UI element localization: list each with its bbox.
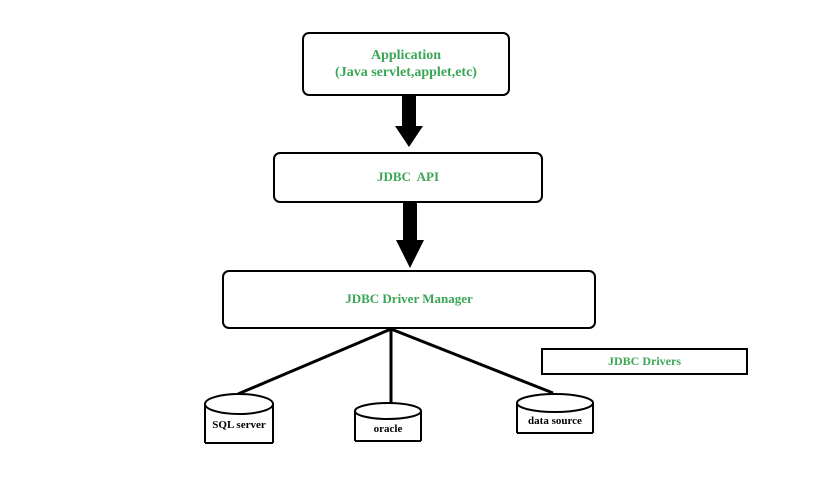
jdbc-api-label: JDBC API xyxy=(376,169,440,185)
jdbc-api-box: JDBC API xyxy=(273,152,543,203)
application-subtitle: (Java servlet,applet,etc) xyxy=(335,65,477,80)
database-label-sql-server: SQL server xyxy=(212,419,266,431)
database-cylinder-sql-server xyxy=(204,393,274,444)
database-label-data-source: data source xyxy=(528,415,582,427)
database-label-oracle: oracle xyxy=(373,423,403,435)
arrow-app-to-api xyxy=(395,96,423,147)
database-cylinder-data-source xyxy=(516,393,594,434)
application-box: Application (Java servlet,applet,etc) xyxy=(302,32,510,96)
jdbc-drivers-label: JDBC Drivers xyxy=(608,354,681,368)
arrow-api-to-manager xyxy=(396,203,424,268)
database-cylinder-oracle xyxy=(354,402,422,442)
connector-line-sql-server xyxy=(237,327,392,396)
jdbc-drivers-legend-box: JDBC Drivers xyxy=(541,348,748,375)
application-title: Application xyxy=(370,47,441,63)
jdbc-driver-manager-label: JDBC Driver Manager xyxy=(345,291,473,307)
jdbc-driver-manager-box: JDBC Driver Manager xyxy=(222,270,596,329)
connector-line-data-source xyxy=(390,327,554,395)
